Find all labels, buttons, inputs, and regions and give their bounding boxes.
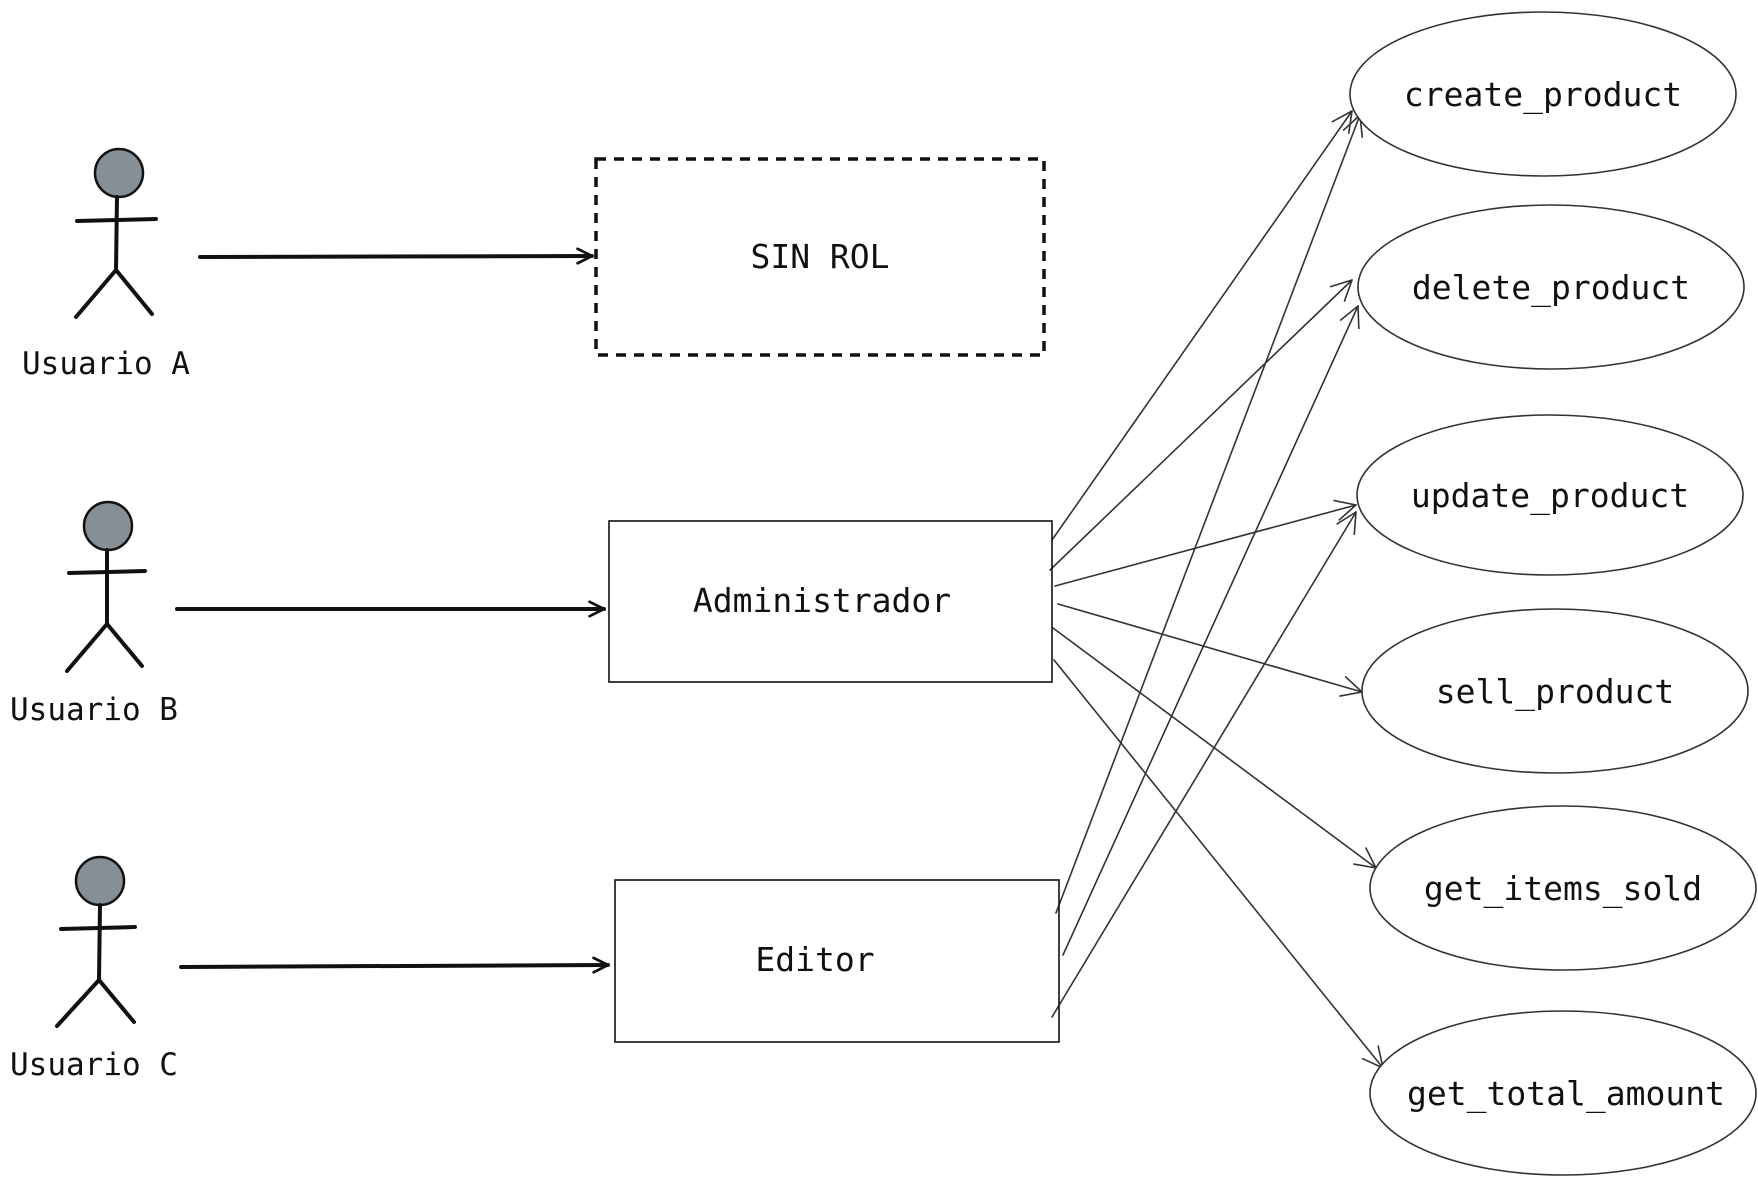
use-case-get-items-sold[interactable]: get_items_sold (1369, 805, 1757, 971)
use-case-label: create_product (1404, 75, 1682, 115)
actor-label: Usuario C (10, 1047, 178, 1083)
use-case-sell-product[interactable]: sell_product (1361, 608, 1749, 774)
perm-arrow-editor-create (1055, 114, 1364, 914)
stick-figure-icon (74, 147, 158, 319)
role-label: Administrador (693, 581, 951, 620)
use-case-delete-product[interactable]: delete_product (1357, 204, 1745, 370)
role-administrador[interactable]: Administrador (608, 520, 1053, 683)
perm-arrow-admin-update (1054, 499, 1357, 587)
perm-arrow-admin-create (1051, 110, 1353, 541)
actor-label: Usuario B (10, 692, 178, 728)
use-case-create-product[interactable]: create_product (1349, 11, 1737, 177)
use-case-label: delete_product (1412, 268, 1690, 308)
use-case-label: sell_product (1436, 672, 1674, 712)
role-sin-rol[interactable]: SIN ROL (594, 157, 1046, 357)
perm-arrow-admin-delete (1049, 279, 1353, 571)
role-label: SIN ROL (750, 237, 889, 276)
use-case-get-total-amount[interactable]: get_total_amount (1369, 1010, 1757, 1176)
use-case-label: update_product (1411, 476, 1689, 516)
connections (175, 110, 1384, 1069)
use-case-label: get_total_amount (1407, 1074, 1725, 1114)
assign-arrow-a-sin-rol (198, 247, 594, 265)
perm-arrow-editor-update (1051, 511, 1357, 1018)
role-editor[interactable]: Editor (614, 879, 1060, 1043)
actor-usuario-b[interactable]: Usuario B (10, 500, 178, 728)
actor-usuario-c[interactable]: Usuario C (10, 855, 178, 1083)
use-case-label: get_items_sold (1424, 869, 1702, 909)
stick-figure-icon (65, 500, 147, 673)
stick-figure-icon (55, 855, 137, 1028)
perm-arrow-admin-sell (1057, 603, 1363, 697)
assign-arrow-c-editor (179, 956, 610, 974)
use-case-update-product[interactable]: update_product (1356, 414, 1744, 576)
perm-arrow-editor-delete (1062, 305, 1360, 956)
role-label: Editor (755, 940, 874, 979)
actor-usuario-a[interactable]: Usuario A (22, 147, 190, 382)
actor-label: Usuario A (22, 346, 190, 382)
perm-arrow-admin-total (1053, 659, 1384, 1069)
